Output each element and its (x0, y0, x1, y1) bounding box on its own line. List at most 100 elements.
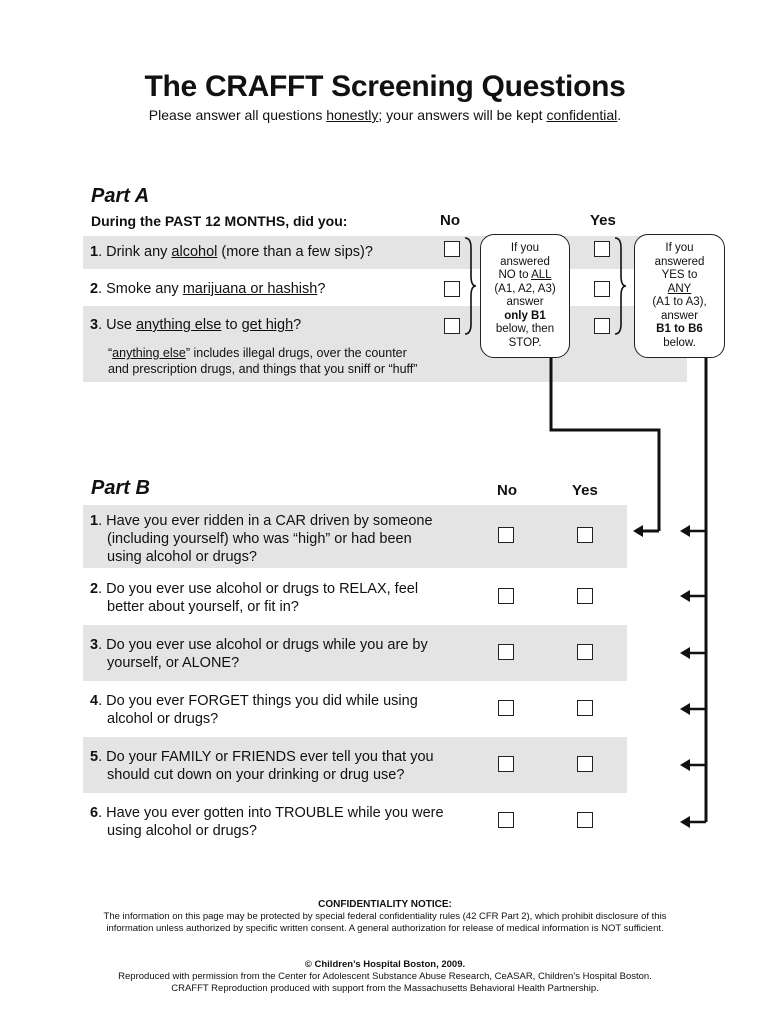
bubble-text: below. (663, 336, 696, 349)
b4-yes-checkbox[interactable] (577, 700, 593, 716)
part-b-yes-header: Yes (572, 482, 598, 499)
question-number: 4 (90, 693, 99, 709)
part-b-row-1-band (83, 505, 627, 568)
bubble-text: (A1 to A3), (652, 296, 707, 308)
part-b-question-6: 6. Have you ever gotten into TROUBLE whi… (90, 804, 444, 840)
subtitle-text: ; your answers will be kept (378, 107, 547, 123)
question-text: . Do you ever use alcohol or drugs to RE… (98, 581, 419, 597)
b6-yes-checkbox[interactable] (577, 812, 593, 828)
subtitle-text: Please answer all questions (148, 107, 327, 123)
bubble-text: (A1, A2, A3) (494, 282, 556, 295)
question-text: should cut down on your drinking or drug… (107, 767, 405, 783)
note-text: and prescription drugs, and things that … (108, 362, 418, 376)
question-number: 1 (90, 513, 99, 529)
question-number: 2 (90, 281, 99, 297)
question-text: using alcohol or drugs? (107, 823, 257, 839)
question-number: 3 (90, 317, 99, 333)
b5-no-checkbox[interactable] (498, 756, 514, 772)
part-a-question-2: 2. Smoke any marijuana or hashish? (90, 280, 325, 298)
no-brace-icon (464, 237, 477, 335)
confidentiality-notice-line-1: The information on this page may be prot… (103, 911, 667, 922)
b3-yes-checkbox[interactable] (577, 644, 593, 660)
part-a-yes-header: Yes (590, 212, 616, 229)
confidentiality-notice-title: CONFIDENTIALITY NOTICE: (318, 899, 452, 910)
question-text: . Smoke any (98, 281, 183, 297)
part-b-row-5-band (83, 737, 627, 793)
a1-no-checkbox[interactable] (444, 241, 460, 257)
part-b-heading: Part B (91, 477, 150, 499)
part-b-no-header: No (497, 482, 517, 499)
question-text: better about yourself, or fit in? (107, 599, 299, 615)
copyright-line: © Children’s Hospital Boston, 2009. (304, 959, 466, 970)
note-text: “ (108, 346, 113, 360)
note-text: ” includes illegal drugs, over the count… (185, 346, 407, 360)
part-b-question-3: 3. Do you ever use alcohol or drugs whil… (90, 636, 428, 672)
question-number: 3 (90, 637, 99, 653)
a1-yes-checkbox[interactable] (594, 241, 610, 257)
bubble-text: NO to (498, 269, 532, 281)
b2-no-checkbox[interactable] (498, 588, 514, 604)
note-text-underlined: anything else (112, 346, 186, 360)
question-text: . Drink any (98, 244, 172, 260)
question-text-underlined: alcohol (171, 244, 218, 260)
part-a-question-3: 3. Use anything else to get high? (90, 316, 301, 334)
question-text-underlined: marijuana or hashish (182, 281, 318, 297)
bubble-text: STOP. (508, 336, 542, 349)
question-text: ? (293, 317, 302, 333)
bubble-text: If you (665, 242, 694, 254)
b3-no-checkbox[interactable] (498, 644, 514, 660)
question-number: 6 (90, 805, 99, 821)
a2-no-checkbox[interactable] (444, 281, 460, 297)
part-a-prompt: During the PAST 12 MONTHS, did you: (91, 213, 348, 229)
subtitle-text: . (617, 107, 622, 123)
question-number: 1 (90, 244, 99, 260)
support-line: CRAFFT Reproduction produced with suppor… (171, 983, 599, 994)
b5-yes-checkbox[interactable] (577, 756, 593, 772)
question-text: to (221, 317, 242, 333)
question-text-underlined: anything else (135, 317, 222, 333)
yes-instruction-bubble: If you answered YES to ANY (A1 to A3), a… (634, 234, 725, 358)
bubble-text: answer (660, 309, 699, 322)
part-a-heading: Part A (91, 185, 150, 207)
question-text: . Use (98, 317, 136, 333)
b4-no-checkbox[interactable] (498, 700, 514, 716)
question-number: 2 (90, 581, 99, 597)
part-a-no-header: No (440, 212, 460, 229)
part-b-question-4: 4. Do you ever FORGET things you did whi… (90, 692, 418, 728)
a3-yes-checkbox[interactable] (594, 318, 610, 334)
bubble-text: answer (506, 296, 544, 308)
b2-yes-checkbox[interactable] (577, 588, 593, 604)
page-title: The CRAFFT Screening Questions (144, 70, 626, 103)
part-a-row-1-band (83, 236, 687, 269)
question-text: yourself, or ALONE? (107, 655, 240, 671)
bubble-text: answered (500, 255, 550, 268)
bubble-text-underlined: ALL (531, 269, 552, 281)
bubble-text: answered (654, 255, 705, 268)
part-b-question-2: 2. Do you ever use alcohol or drugs to R… (90, 580, 418, 616)
page-subtitle: Please answer all questions honestly; yo… (0, 107, 770, 123)
subtitle-honestly: honestly (326, 107, 379, 123)
bubble-text: YES to (661, 269, 698, 281)
a3-no-checkbox[interactable] (444, 318, 460, 334)
bubble-text: below, then (495, 323, 555, 335)
yes-brace-icon (614, 237, 627, 335)
part-a-row-3-band (83, 306, 687, 382)
part-a-note: “anything else” includes illegal drugs, … (108, 345, 417, 377)
bubble-text: If you (510, 242, 540, 254)
part-b-row-3-band (83, 625, 627, 681)
b1-yes-checkbox[interactable] (577, 527, 593, 543)
a2-yes-checkbox[interactable] (594, 281, 610, 297)
part-a-question-1: 1. Drink any alcohol (more than a few si… (90, 243, 373, 261)
question-text: . Do your FAMILY or FRIENDS ever tell yo… (98, 749, 434, 765)
b6-no-checkbox[interactable] (498, 812, 514, 828)
question-text: using alcohol or drugs? (107, 549, 257, 565)
question-text: . Have you ever ridden in a CAR driven b… (98, 513, 433, 529)
reproduced-line: Reproduced with permission from the Cent… (118, 971, 652, 982)
question-text: (including yourself) who was “high” or h… (107, 531, 412, 547)
question-text: . Do you ever FORGET things you did whil… (98, 693, 418, 709)
bubble-text-underlined: ANY (667, 282, 692, 295)
b1-no-checkbox[interactable] (498, 527, 514, 543)
question-number: 5 (90, 749, 99, 765)
question-text-underlined: get high (241, 317, 294, 333)
